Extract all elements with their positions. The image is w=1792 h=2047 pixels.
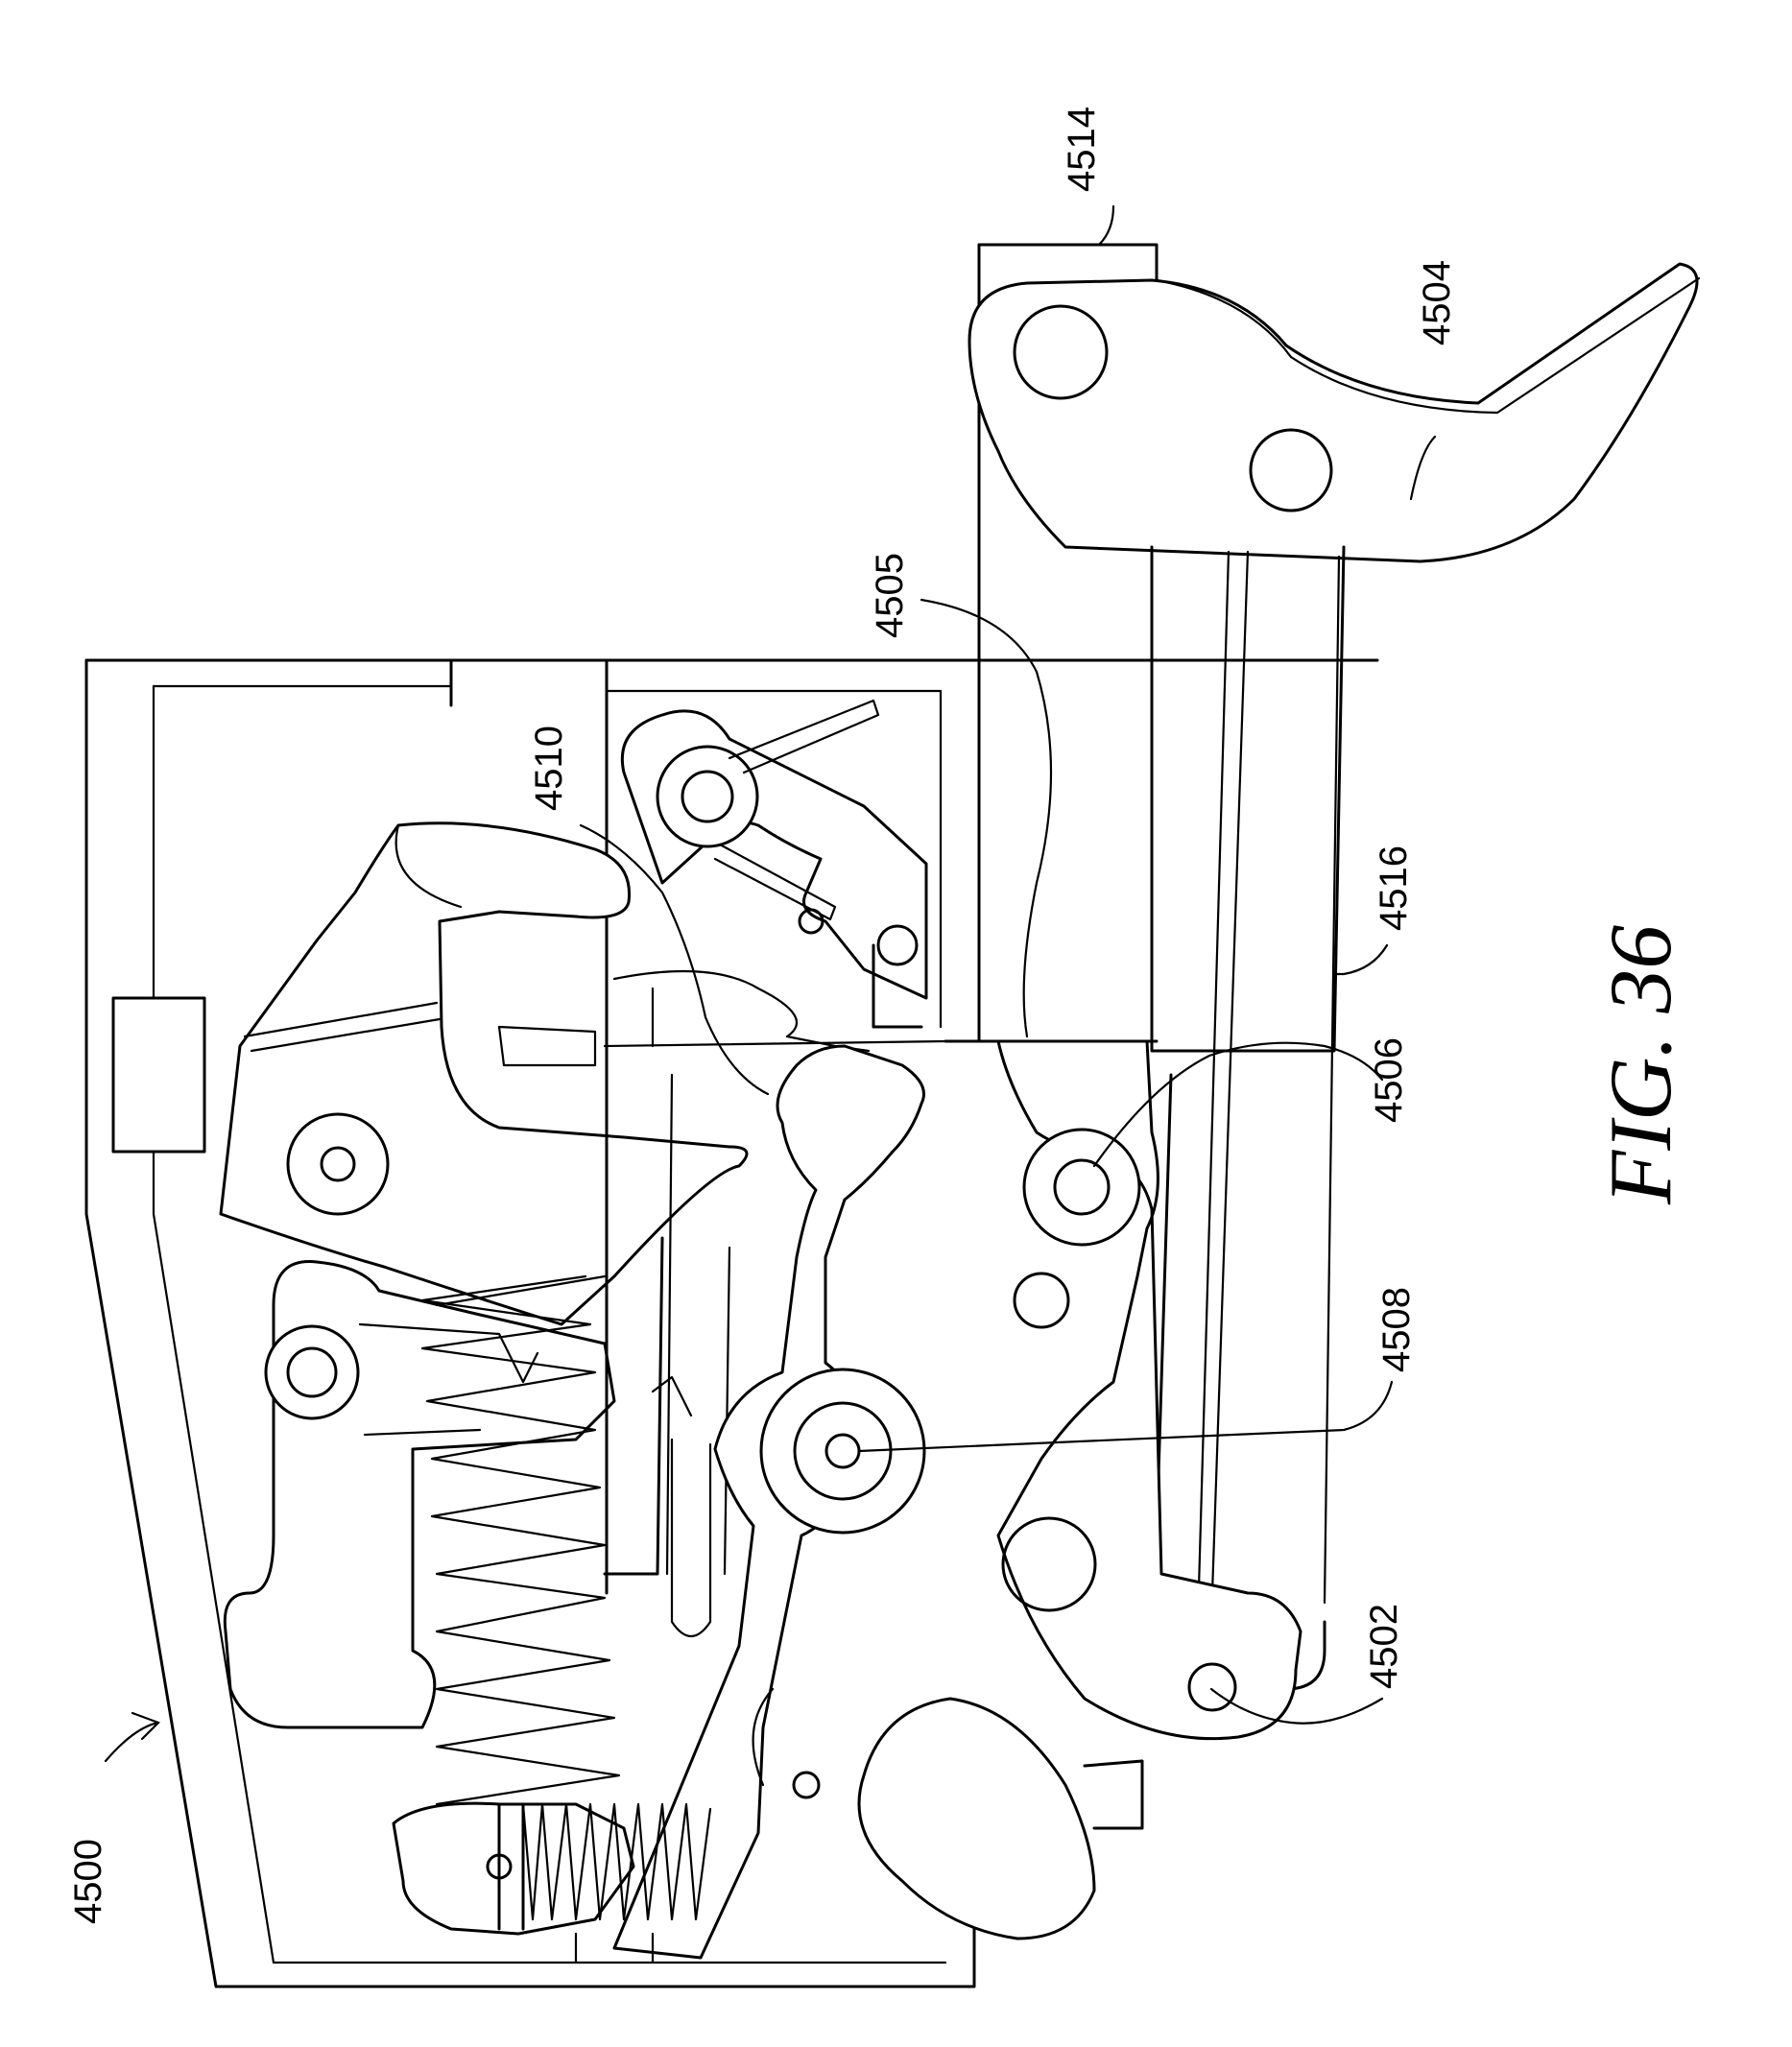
pivot-4506 [1053, 1158, 1111, 1216]
leader-4502 [1209, 1687, 1384, 1725]
label-4500: 4500 [67, 1839, 109, 1924]
plunger-pin [486, 1853, 513, 1880]
cam-body [857, 1697, 1096, 1940]
trigger-pivot-upper [1013, 304, 1109, 400]
sear-assembly [605, 665, 928, 1053]
leader-lines [104, 204, 1437, 1763]
sear-pivot-outer [656, 745, 759, 848]
hammer-pivot-outer [286, 1112, 390, 1216]
leader-4514 [1097, 204, 1115, 247]
label-4504: 4504 [1416, 260, 1458, 345]
center-frame [603, 1039, 947, 1638]
hammer-pivot [320, 1146, 356, 1182]
slot-pin [286, 1346, 338, 1398]
pivot-4502 [1187, 1662, 1237, 1712]
pivot-4508-ring [793, 1401, 893, 1501]
housing-block [111, 996, 206, 1154]
leader-4505 [920, 598, 1053, 1038]
label-4502: 4502 [1363, 1604, 1405, 1689]
slot-pin-outer [264, 1324, 360, 1420]
guide-slot [223, 1260, 616, 1729]
leader-4500 [104, 1721, 160, 1763]
label-4506: 4506 [1368, 1037, 1410, 1123]
trigger-4504 [968, 262, 1699, 563]
label-4516: 4516 [1373, 845, 1415, 931]
reference-labels: 4500 4502 4504 4505 4506 4508 4510 4514 … [67, 107, 1458, 1924]
label-4514: 4514 [1061, 107, 1103, 192]
lower-cam [857, 1697, 1144, 1940]
trigger-assembly [968, 243, 1701, 1043]
label-4510: 4510 [528, 726, 570, 811]
leader-4510 [579, 823, 770, 1096]
leader-4506 [1092, 1041, 1384, 1168]
label-4505: 4505 [869, 553, 911, 638]
figure-title: FIG. 36 [1591, 925, 1689, 1205]
pivot-4506-outer [1022, 1128, 1141, 1247]
leader-4516 [1334, 943, 1389, 976]
leader-4508 [857, 1380, 1394, 1453]
sear-pin [798, 908, 824, 935]
link-pin [792, 1771, 821, 1799]
sear-stop [876, 924, 919, 966]
slot-body [223, 1260, 616, 1729]
carrier-hole [1013, 1272, 1070, 1329]
striker-link [612, 1044, 926, 1960]
leader-4504 [1409, 435, 1437, 501]
hammer-body [219, 821, 749, 1326]
lower-spring [392, 1801, 712, 1964]
carrier-body [944, 1039, 1302, 1741]
label-4508: 4508 [1375, 1287, 1418, 1372]
spring-housing [392, 1801, 635, 1936]
pivot-4508-outer [759, 1368, 926, 1535]
trigger-pivot-lower [1249, 428, 1333, 512]
hammer-lever [219, 821, 749, 1326]
striker-link-body [612, 1044, 925, 1960]
carrier-hole-lower [1001, 1516, 1097, 1612]
sear-pivot [681, 770, 734, 823]
upper-spring [420, 1274, 621, 1806]
